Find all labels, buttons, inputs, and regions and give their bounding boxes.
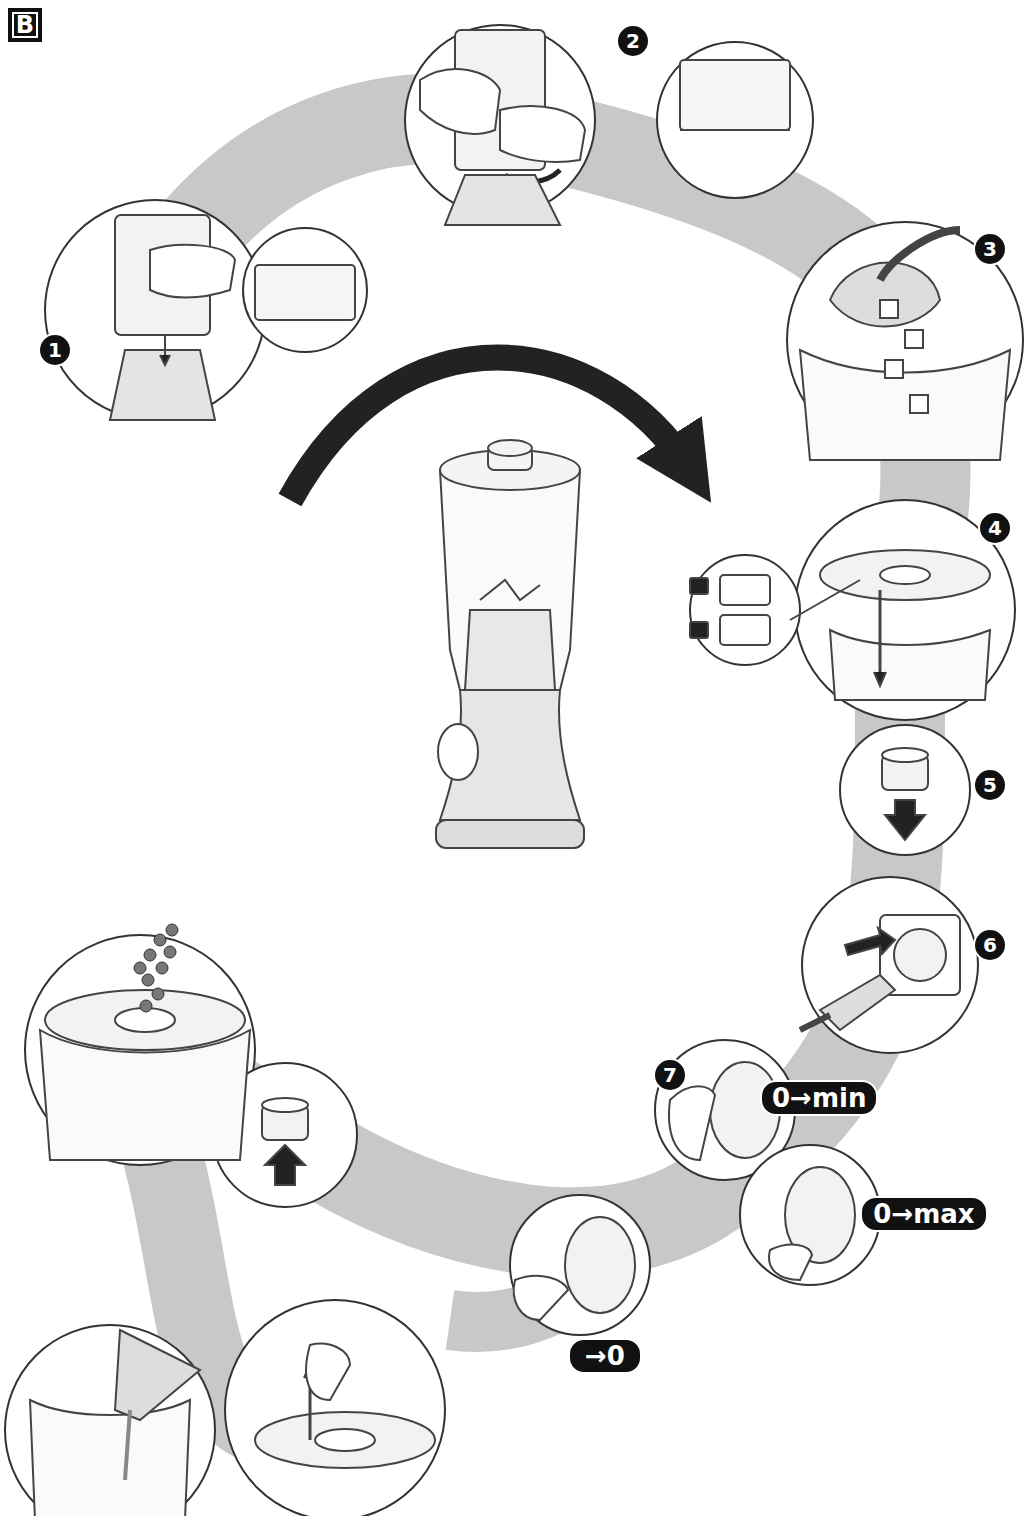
node-text: 5: [983, 773, 997, 797]
node-text: 1: [48, 338, 62, 362]
callout-number: 1: [38, 333, 72, 367]
callout-number: 3: [973, 232, 1007, 266]
callout-number: 2: [616, 24, 650, 58]
sketch: [30, 1330, 435, 1516]
section-letter: B: [8, 8, 42, 42]
speed-badge: 0→max: [860, 1196, 988, 1232]
sketch: [690, 550, 990, 700]
speed-badge: →0: [568, 1338, 642, 1374]
node-text: →0: [585, 1341, 625, 1371]
node-text: 4: [988, 516, 1002, 540]
sketch: [40, 924, 308, 1185]
node-text: 0→max: [873, 1199, 974, 1229]
speed-badge: 0→min: [760, 1080, 878, 1116]
node-text: 3: [983, 237, 997, 261]
sketch: [882, 748, 928, 840]
node-text: B: [16, 11, 34, 39]
node-text: 6: [983, 933, 997, 957]
sketch: [800, 230, 1010, 460]
step-circle: [5, 25, 1023, 1516]
sketch: [420, 30, 790, 225]
callout-number: 6: [973, 928, 1007, 962]
node-text: 0→min: [772, 1083, 866, 1113]
callout-number: 5: [973, 768, 1007, 802]
blender: [436, 440, 584, 848]
node-text: 2: [626, 29, 640, 53]
sketch: [800, 915, 960, 1030]
callout-number: 7: [653, 1058, 687, 1092]
callout-number: 4: [978, 511, 1012, 545]
sketch: [110, 215, 355, 420]
node-text: 7: [663, 1063, 677, 1087]
curved-arrow: [290, 358, 690, 501]
